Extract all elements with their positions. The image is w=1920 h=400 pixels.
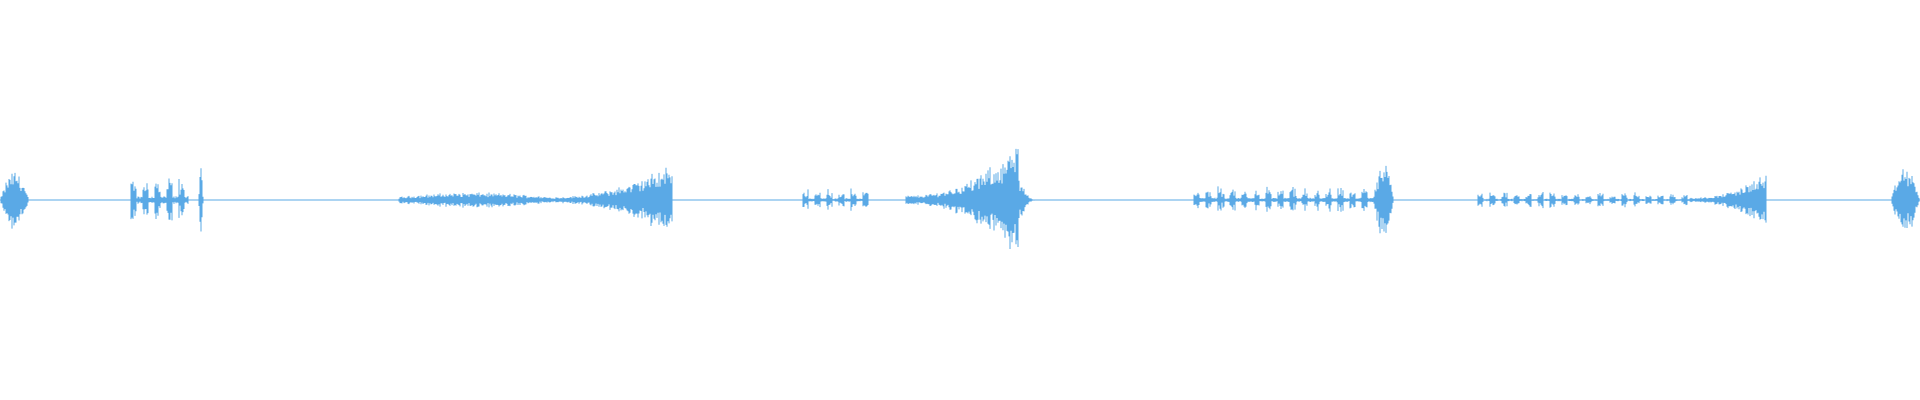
waveform-segment-path bbox=[197, 168, 205, 232]
waveform-segment bbox=[546, 167, 673, 227]
waveform-segment bbox=[1890, 169, 1920, 228]
waveform-segment bbox=[1372, 165, 1395, 234]
waveform-segment bbox=[398, 192, 548, 208]
waveform-segment-path bbox=[546, 167, 673, 227]
waveform-segment bbox=[802, 188, 869, 211]
waveform-segment-path bbox=[1477, 192, 1691, 209]
waveform-segment bbox=[1193, 186, 1374, 212]
waveform-segment bbox=[1477, 192, 1691, 209]
waveform-segment-path bbox=[1372, 165, 1395, 234]
waveform-segment bbox=[197, 168, 205, 232]
waveform-segment-path bbox=[1017, 177, 1038, 220]
waveform-segment-path bbox=[130, 178, 189, 221]
waveform-segment bbox=[1689, 175, 1767, 223]
waveform-segment bbox=[1017, 177, 1038, 220]
waveform-samples bbox=[0, 148, 1920, 249]
waveform-segment-path bbox=[398, 192, 548, 208]
waveform-segment-path bbox=[1193, 186, 1374, 212]
waveform-segment bbox=[130, 178, 189, 221]
waveform-segment-path bbox=[905, 148, 1019, 249]
waveform-segment-path bbox=[1689, 175, 1767, 223]
waveform-segment bbox=[0, 172, 30, 229]
waveform-segment-path bbox=[802, 188, 869, 211]
waveform-segment bbox=[905, 148, 1019, 249]
waveform-segment-path bbox=[0, 172, 30, 229]
waveform-segment-path bbox=[1890, 169, 1920, 228]
